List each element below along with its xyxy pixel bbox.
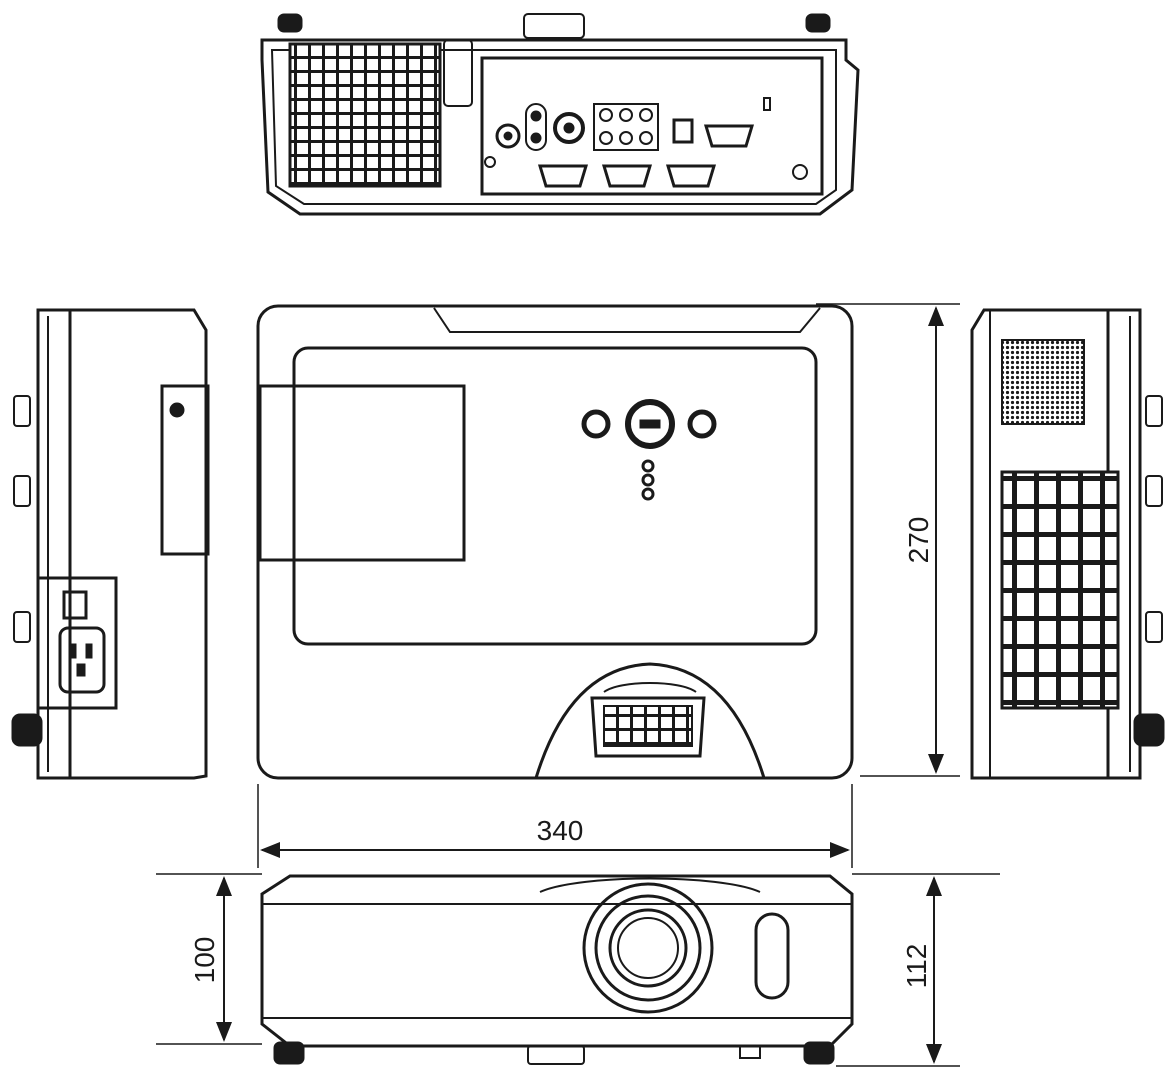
right-side-outline [970,308,1142,780]
vga-port-icon [665,164,717,188]
indicator-led-icon [641,459,655,473]
foot-icon [11,713,43,747]
rear-body-outline [260,38,860,216]
power-switch-icon [62,590,88,620]
right-side-view [970,308,1165,780]
dpad-icon [625,399,675,449]
s-video-port-icon [553,112,585,144]
foot-icon [1133,713,1165,747]
input-button-icon [581,409,611,439]
usb-port-icon [672,118,694,144]
front-view [260,874,854,1065]
foot-icon [273,1041,305,1065]
width-label: 340 [537,815,584,846]
vga-port-icon [537,164,589,188]
rca-ports-icon [593,103,659,151]
indicator-led-icon [641,473,655,487]
dimension-width: 340 [257,784,853,868]
menu-button-icon [687,409,717,439]
rear-top-tab [523,13,585,39]
top-view [256,304,854,780]
rear-connector-panel [480,56,824,196]
top-lamp-panel [258,384,466,562]
air-filter-cover [1000,470,1120,710]
rear-view [260,13,860,216]
audio-jack-icon [495,123,521,149]
left-side-view [11,308,210,780]
indicator-led-icon [641,487,655,501]
foot-icon [803,1041,835,1065]
rear-vent-grille [288,42,442,188]
dimension-height-body: 100 [156,873,262,1045]
vga-port-icon [601,164,653,188]
height-body-label: 100 [189,937,220,984]
top-cover [292,346,818,646]
rear-foot-right [805,13,831,33]
side-panel [160,384,210,556]
depth-label: 270 [903,517,934,564]
dimension-height-total: 112 [836,873,1000,1067]
height-total-label: 112 [901,944,932,989]
dimension-depth: 270 [816,303,960,777]
front-body-outline [260,874,854,1048]
top-body-outline [256,304,854,780]
ir-sensor-icon [754,912,790,1000]
lens-vent-icon [590,696,706,758]
ac-inlet-icon [58,626,106,694]
speaker-grille [1001,339,1085,425]
lens-icon [582,882,714,1014]
left-side-outline [36,308,208,780]
power-panel [36,576,118,710]
rear-foot-left [277,13,303,33]
serial-port-icon [703,124,755,148]
kensington-lock-icon [763,97,771,111]
